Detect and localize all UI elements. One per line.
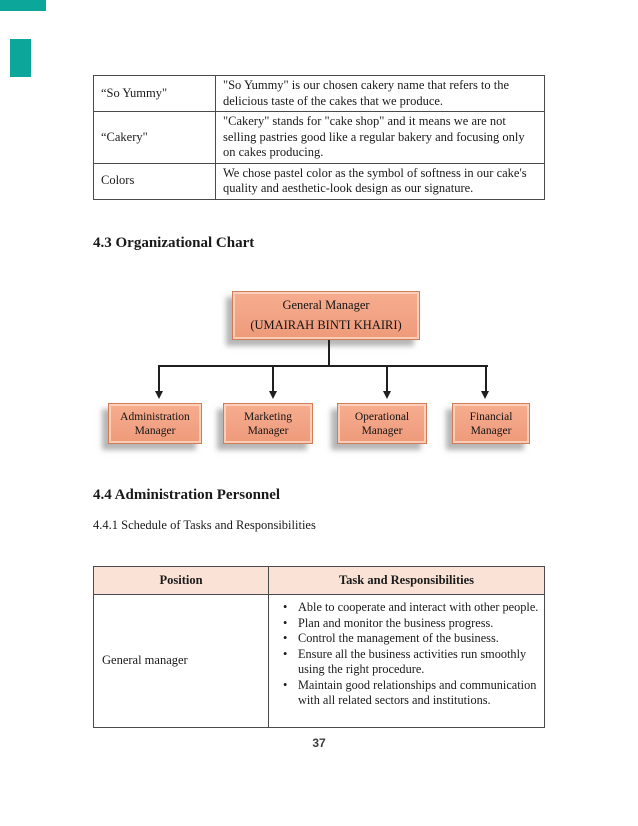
org-box-label: Manager [470,424,512,437]
arrow-down-icon [155,391,163,399]
task-item: • Maintain good relationships and commun… [279,678,542,709]
bullet-icon: • [283,631,288,645]
org-box-label: Manager [134,424,176,437]
org-chart-root-subtitle: (UMAIRAH BINTI KHAIRI) [250,318,402,332]
column-header-tasks: Task and Responsibilities [268,566,545,595]
org-chart-box-marketing-manager: Marketing Manager [223,403,313,444]
org-chart-connector-horizontal [158,365,488,367]
org-box-label: Manager [361,424,403,437]
org-chart-box-operational-manager: Operational Manager [337,403,427,444]
arrow-down-icon [383,391,391,399]
table-row: Colors We chose pastel color as the symb… [93,162,545,200]
task-text: Maintain good relationships and communic… [298,677,537,708]
task-item: • Control the management of the business… [279,631,542,647]
branding-description: We chose pastel color as the symbol of s… [215,162,545,200]
task-item: • Able to cooperate and interact with ot… [279,600,542,616]
org-box-label: Financial [469,410,513,423]
org-box-label: Manager [247,424,289,437]
branding-description: "Cakery" stands for "cake shop" and it m… [215,111,545,164]
table-row: “Cakery" "Cakery" stands for "cake shop"… [93,111,545,164]
task-text: Ensure all the business activities run s… [298,646,527,677]
branding-term: Colors [93,162,216,200]
page-number: 37 [312,736,326,750]
task-text: Control the management of the business. [298,631,499,645]
teal-corner-marker-top [0,0,46,11]
org-chart-connector-drop [386,365,388,393]
subsection-heading-schedule: 4.4.1 Schedule of Tasks and Responsibili… [93,518,316,532]
bullet-icon: • [283,677,288,692]
bullet-icon: • [283,615,288,630]
table-header-row: Position Task and Responsibilities [93,566,545,595]
org-box-label: Operational [354,410,410,423]
personnel-table: Position Task and Responsibilities Gener… [93,566,545,728]
org-chart-connector-drop [485,365,487,393]
branding-term: “So Yummy" [93,75,216,112]
org-chart-box-financial-manager: Financial Manager [452,403,530,444]
section-heading-organizational-chart: 4.3 Organizational Chart [93,235,255,251]
branding-description: "So Yummy" is our chosen cakery name tha… [215,75,545,112]
column-header-position: Position [93,566,269,595]
arrow-down-icon [269,391,277,399]
org-chart-connector-stem [328,340,330,366]
section-heading-administration-personnel: 4.4 Administration Personnel [93,487,281,503]
teal-corner-marker-side [10,39,31,77]
position-cell: General manager [93,594,269,728]
branding-table: “So Yummy" "So Yummy" is our chosen cake… [93,75,545,200]
org-box-label: Marketing [244,410,292,423]
table-row: General manager • Able to cooperate and … [93,594,545,728]
org-box-label: Administration [120,410,190,423]
task-item: • Ensure all the business activities run… [279,647,542,678]
branding-term: “Cakery" [93,111,216,164]
bullet-icon: • [283,646,288,661]
task-text: Able to cooperate and interact with othe… [298,600,539,614]
bullet-icon: • [283,600,288,614]
org-chart-root-box: General Manager (UMAIRAH BINTI KHAIRI) [232,291,420,340]
arrow-down-icon [481,391,489,399]
org-chart-connector-drop [158,365,160,393]
org-chart-box-administration-manager: Administration Manager [108,403,202,444]
task-item: • Plan and monitor the business progress… [279,616,542,632]
tasks-cell: • Able to cooperate and interact with ot… [268,594,545,728]
task-text: Plan and monitor the business progress. [298,615,494,630]
org-chart-connector-drop [272,365,274,393]
org-chart-root-title: General Manager [282,298,370,312]
table-row: “So Yummy" "So Yummy" is our chosen cake… [93,75,545,112]
